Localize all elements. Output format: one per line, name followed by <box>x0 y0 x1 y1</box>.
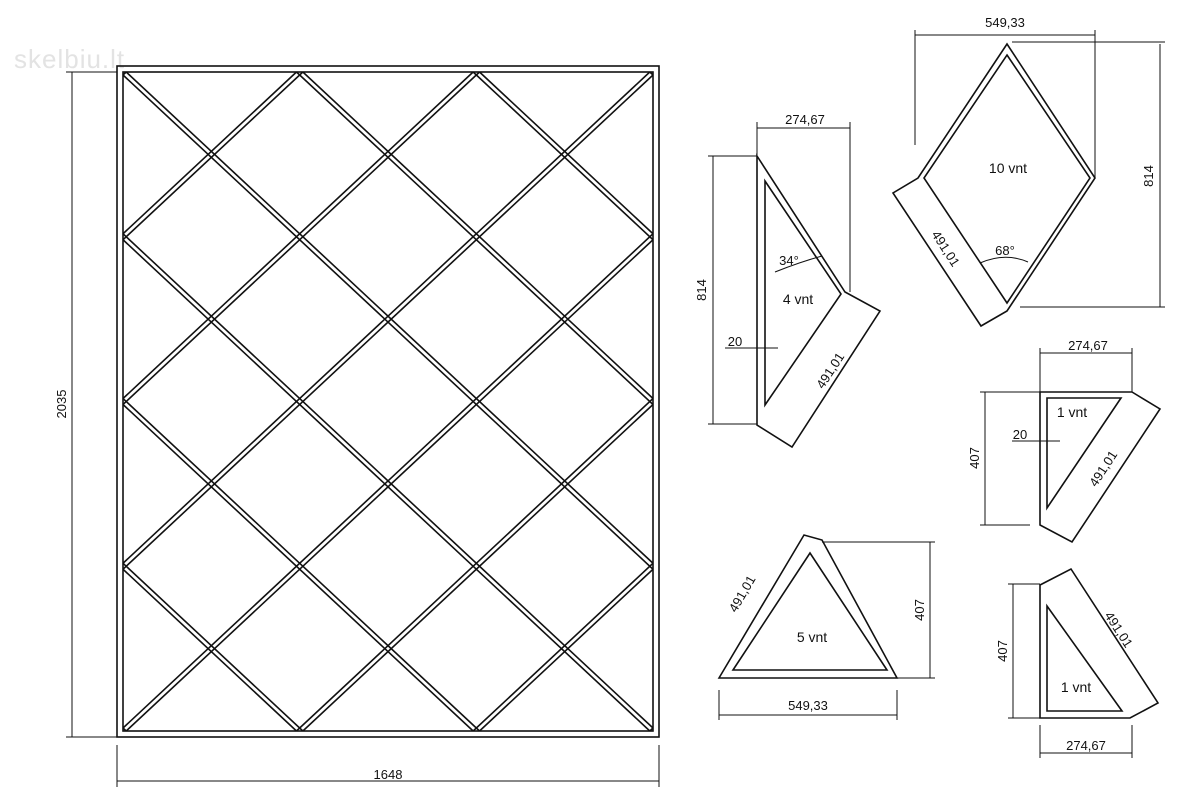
diamond-angle-label: 68° <box>995 243 1015 258</box>
main-panel <box>116 65 660 738</box>
lattice-strip-line <box>122 71 474 400</box>
corner-bottom-qty-label: 1 vnt <box>1061 679 1091 695</box>
diamond-top-width-label: 549,33 <box>985 15 1025 30</box>
corner-top-height-label: 407 <box>967 447 982 469</box>
corner-top-offset-label: 20 <box>1013 427 1027 442</box>
lattice-strip-line <box>122 71 304 241</box>
corner-top-hyp-label: 491,01 <box>1086 448 1120 490</box>
lattice-strip-line <box>122 71 651 564</box>
lattice-strip-line <box>122 562 304 732</box>
lattice-strip-line <box>122 397 481 732</box>
panel-frame-inner <box>122 71 654 732</box>
half-diamond-height-label: 814 <box>694 279 709 301</box>
triangle-qty-label: 5 vnt <box>797 629 827 645</box>
half-diamond-dimensions <box>708 122 851 425</box>
diamond-lattice <box>122 71 654 732</box>
corner-bottom-dimensions <box>1008 583 1133 758</box>
piece-triangle-bottom <box>717 534 899 679</box>
lattice-strip-line <box>122 71 298 235</box>
corner-bottom-height-label: 407 <box>995 640 1010 662</box>
lattice-strip-line <box>649 727 654 732</box>
lattice-strip-line <box>478 568 654 732</box>
panel-frame-outer <box>116 65 660 738</box>
lattice-strip-line <box>295 397 654 732</box>
corner-bottom-width-label: 274,67 <box>1066 738 1106 753</box>
lattice-strip-line <box>122 233 654 729</box>
lattice-strip-line <box>125 239 654 732</box>
corner-top-outer <box>1039 391 1162 544</box>
lattice-strip-line <box>122 71 127 76</box>
piece-diamond <box>891 42 1096 328</box>
triangle-outer <box>717 534 899 679</box>
half-diamond-offset-label: 20 <box>728 334 742 349</box>
diamond-inner <box>923 53 1091 305</box>
diamond-qty-label: 10 vnt <box>989 160 1027 176</box>
triangle-base-label: 549,33 <box>788 698 828 713</box>
watermark: skelbiu.lt <box>14 44 126 74</box>
corner-top-dimensions <box>980 348 1133 526</box>
lattice-strip-line <box>472 71 654 241</box>
lattice-strip-line <box>122 71 481 406</box>
diamond-side-label: 491,01 <box>929 228 963 270</box>
triangle-side-label: 491,01 <box>726 573 759 615</box>
diamond-dimensions <box>914 30 1165 308</box>
half-diamond-angle-label: 34° <box>779 253 799 268</box>
corner-top-inner <box>1046 397 1123 511</box>
main-panel-dimensions <box>66 71 660 787</box>
lattice-strip-line <box>472 562 654 732</box>
lattice-strip-line <box>478 71 654 235</box>
lattice-strip-line <box>302 403 654 732</box>
half-diamond-top-width-label: 274,67 <box>785 112 825 127</box>
lattice-strip-line <box>122 239 651 732</box>
corner-bottom-outer <box>1039 567 1160 719</box>
lattice-strip-line <box>122 74 654 570</box>
half-diamond-inner <box>764 178 842 408</box>
piece-corner-top <box>1039 391 1162 544</box>
panel-height-label: 2035 <box>54 390 69 419</box>
lattice-strip-line <box>122 568 298 732</box>
corner-top-width-label: 274,67 <box>1068 338 1108 353</box>
diamond-height-label: 814 <box>1141 165 1156 187</box>
lattice-strip-line <box>125 71 654 564</box>
piece-corner-bottom <box>1039 567 1160 719</box>
corner-bottom-hyp-label: 491,01 <box>1102 609 1136 651</box>
half-diamond-qty-label: 4 vnt <box>783 291 813 307</box>
triangle-inner <box>731 551 889 671</box>
corner-bottom-inner <box>1046 603 1124 712</box>
lattice-strip-line <box>302 71 654 400</box>
lattice-strip-line <box>295 71 654 406</box>
half-diamond-outer <box>756 153 882 449</box>
triangle-height-label: 407 <box>912 599 927 621</box>
piece-half-diamond-large <box>756 153 882 449</box>
panel-width-label: 1648 <box>374 767 403 782</box>
lattice-strip-line <box>122 403 474 732</box>
corner-top-qty-label: 1 vnt <box>1057 404 1087 420</box>
triangle-dimensions <box>718 541 935 720</box>
